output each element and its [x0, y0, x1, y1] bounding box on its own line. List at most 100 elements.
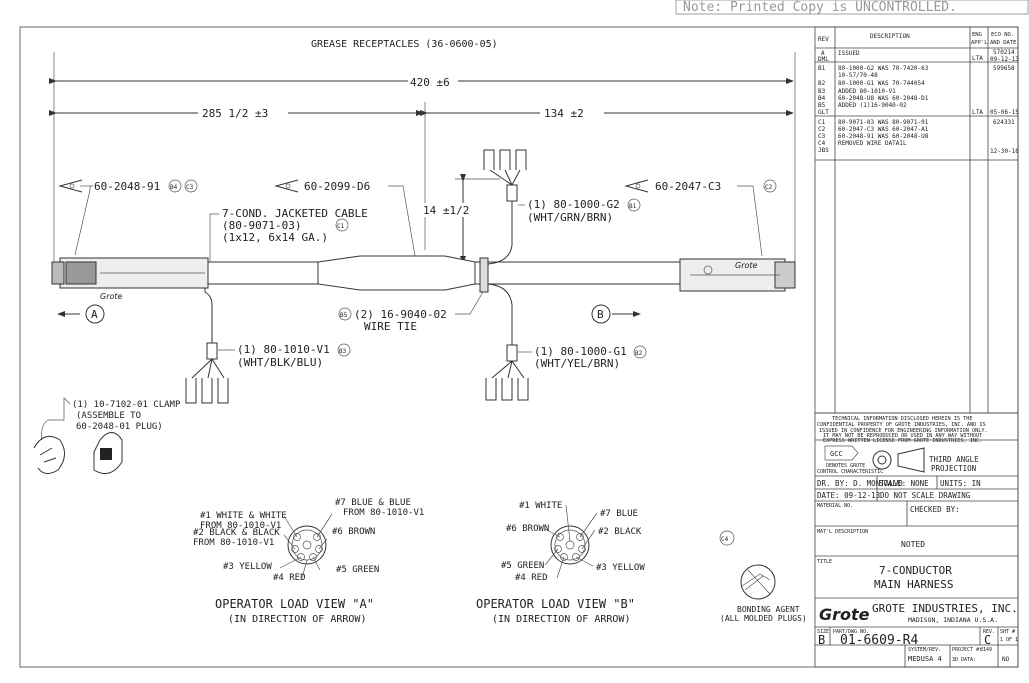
svg-text:(WHT/BLK/BLU): (WHT/BLK/BLU): [237, 356, 323, 369]
svg-text:C1: C1: [818, 119, 826, 126]
view-b-p1: #1 WHITE: [519, 501, 562, 511]
svg-text:05-06-15: 05-06-15: [990, 109, 1019, 116]
grease-receptacles-title: GREASE RECEPTACLES (36-0600-05): [311, 39, 498, 50]
svg-text:IT MAY NOT BE REPRODUCED OR US: IT MAY NOT BE REPRODUCED OR USED IN ANY …: [823, 433, 982, 439]
svg-text:MAT'L DESCRIPTION: MAT'L DESCRIPTION: [817, 529, 868, 535]
svg-text:PROJECT #:: PROJECT #:: [952, 647, 982, 653]
svg-text:A: A: [821, 50, 825, 57]
svg-text:C2: C2: [765, 184, 773, 191]
mid-boot-label: 60-2099-D6: [304, 180, 370, 193]
svg-text:#5 GREEN: #5 GREEN: [501, 561, 544, 571]
svg-text:EXPRESS WRITTEN LICENSE FROM G: EXPRESS WRITTEN LICENSE FROM GROTE INDUS…: [823, 438, 982, 444]
svg-text:ENG: ENG: [972, 32, 982, 38]
svg-text:(ASSEMBLE TO: (ASSEMBLE TO: [76, 411, 141, 421]
svg-text:C3: C3: [186, 184, 194, 191]
svg-text:C3: C3: [818, 133, 826, 140]
v1-label: (1) 80-1010-V1: [237, 343, 330, 356]
grote-logo: Grote: [819, 605, 870, 624]
svg-text:FROM 80-1010-V1: FROM 80-1010-V1: [193, 538, 274, 548]
svg-text:60-2048-01 PLUG): 60-2048-01 PLUG): [76, 422, 163, 432]
left-dimension: 285 1/2 ±3: [202, 107, 268, 120]
title-block-frame: [814, 412, 1019, 668]
svg-text:DESCRIPTION: DESCRIPTION: [870, 33, 910, 40]
svg-text:60-2048-U8 WAS 60-2048-D1: 60-2048-U8 WAS 60-2048-D1: [838, 95, 929, 102]
svg-text:REMOVED WIRE DATAIL: REMOVED WIRE DATAIL: [838, 140, 907, 147]
svg-text:DO NOT SCALE DRAWING: DO NOT SCALE DRAWING: [880, 491, 971, 500]
right-plug: Grote: [679, 258, 796, 292]
svg-text:599658: 599658: [993, 65, 1015, 72]
svg-text:DML: DML: [818, 56, 829, 63]
svg-text:JBS: JBS: [818, 147, 829, 154]
cable-label: 7-COND. JACKETED CABLE: [222, 207, 368, 220]
svg-text:#2 BLACK & BLACK: #2 BLACK & BLACK: [193, 528, 280, 538]
svg-text:B4: B4: [170, 184, 178, 191]
svg-text:GLT: GLT: [818, 109, 829, 116]
overall-dimension: 420 ±6: [410, 76, 450, 89]
svg-text:60-2048-91 WAS 60-2048-U8: 60-2048-91 WAS 60-2048-U8: [838, 133, 929, 140]
company-name: GROTE INDUSTRIES, INC.: [872, 602, 1018, 615]
clamp-label: (1) 10-7102-01 CLAMP: [72, 400, 181, 410]
svg-text:#6 BROWN: #6 BROWN: [506, 524, 549, 534]
svg-text:THIRD ANGLE: THIRD ANGLE: [929, 455, 979, 464]
drawing-title-2: MAIN HARNESS: [874, 578, 953, 591]
svg-text:B2: B2: [818, 80, 826, 87]
svg-text:UNITS: IN: UNITS: IN: [940, 479, 981, 488]
svg-text:(WHT/GRN/BRN): (WHT/GRN/BRN): [527, 211, 613, 224]
svg-text:3D DATA:: 3D DATA:: [952, 657, 976, 663]
svg-text:(80-9071-03): (80-9071-03): [222, 219, 301, 232]
svg-text:Grote: Grote: [100, 292, 123, 301]
mid-boot: [317, 255, 476, 291]
view-b-marker: B: [597, 308, 604, 321]
svg-text:B2: B2: [635, 350, 643, 357]
clamp-illustration: [33, 432, 123, 475]
right-plug-label: 60-2047-C3: [655, 180, 721, 193]
projection-icon: [872, 450, 892, 470]
svg-text:09-12-13: 09-12-13: [990, 56, 1019, 63]
svg-text:FROM 80-1010-V1: FROM 80-1010-V1: [200, 521, 281, 531]
svg-text:APP'L: APP'L: [971, 40, 988, 46]
svg-text:#7 BLUE: #7 BLUE: [600, 509, 638, 519]
svg-text:#2 BLACK: #2 BLACK: [598, 527, 642, 537]
svg-text:B5: B5: [340, 312, 348, 319]
legal-line-1: TECHNICAL INFORMATION DISCLOSED HEREIN I…: [832, 416, 973, 422]
svg-text:(1x12, 6x14 GA.): (1x12, 6x14 GA.): [222, 231, 328, 244]
drawn-by: DR. BY: D. MONTALVO: [817, 479, 903, 488]
svg-text:B: B: [818, 633, 825, 647]
svg-text:ISSUED: ISSUED: [838, 50, 860, 57]
g2-label: (1) 80-1000-G2: [527, 198, 620, 211]
svg-text:C4: C4: [721, 536, 729, 543]
g1-label: (1) 80-1000-G1: [534, 345, 627, 358]
svg-text:60-2047-C3 WAS 60-2047-A1: 60-2047-C3 WAS 60-2047-A1: [838, 126, 929, 133]
svg-text:B3: B3: [339, 348, 347, 355]
svg-text:TITLE: TITLE: [817, 559, 832, 565]
svg-text:REV.: REV.: [983, 629, 995, 635]
drawing-title-1: 7-CONDUCTOR: [879, 564, 952, 577]
svg-text:DENOTES GROTE: DENOTES GROTE: [826, 463, 865, 469]
svg-text:NO: NO: [1002, 656, 1010, 663]
svg-text:12-30-16: 12-30-16: [990, 148, 1019, 155]
svg-text:WIRE TIE: WIRE TIE: [364, 320, 417, 333]
svg-text:LTA: LTA: [972, 55, 983, 62]
svg-text:(WHT/YEL/BRN): (WHT/YEL/BRN): [534, 357, 620, 370]
svg-text:624331: 624331: [993, 119, 1015, 126]
bonding-agent-label: BONDING AGENT: [737, 605, 800, 614]
svg-text:#7 BLUE & BLUE: #7 BLUE & BLUE: [335, 498, 411, 508]
svg-text:8149: 8149: [980, 647, 992, 653]
svg-text:#5 GREEN: #5 GREEN: [336, 565, 379, 575]
bonding-agent-icon: [740, 564, 776, 600]
svg-text:(IN DIRECTION OF ARROW): (IN DIRECTION OF ARROW): [228, 614, 366, 625]
svg-text:B1: B1: [629, 203, 637, 210]
svg-text:ECO NO.: ECO NO.: [991, 32, 1014, 38]
svg-text:570214: 570214: [993, 49, 1015, 56]
svg-text:B4: B4: [818, 95, 826, 102]
wire-tie-label: (2) 16-9040-02: [354, 308, 447, 321]
svg-text:B3: B3: [818, 88, 826, 95]
svg-text:C2: C2: [818, 126, 826, 133]
branch-dimension: 14 ±1/2: [423, 204, 469, 217]
drawing-date: DATE: 09-12-13: [817, 491, 880, 500]
svg-text:B5: B5: [818, 102, 826, 109]
note-frame: [675, 0, 1029, 15]
view-b-connector: [544, 504, 598, 579]
svg-text:SHT #: SHT #: [1000, 629, 1015, 635]
svg-text:#4 RED: #4 RED: [515, 573, 548, 583]
